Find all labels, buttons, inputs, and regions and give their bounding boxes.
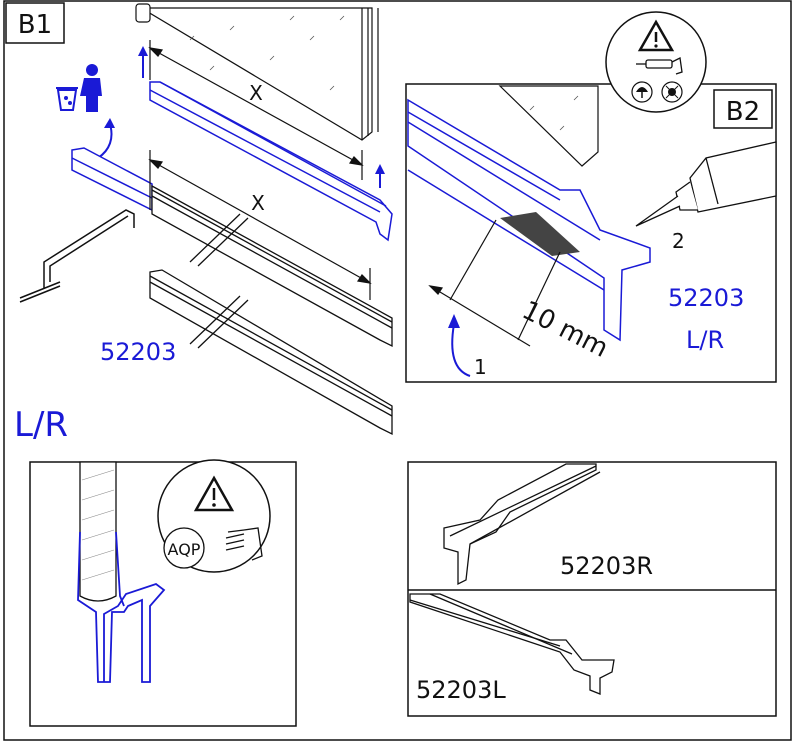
sealant-strip xyxy=(500,212,580,256)
b2-part-number: 52203 xyxy=(668,284,744,312)
step-1-arrowhead-icon xyxy=(448,314,460,328)
part-number-left: 52203L xyxy=(416,676,506,704)
up-arrow-right-icon xyxy=(375,164,385,188)
discard-arrow-icon xyxy=(97,118,115,159)
warning-badge-top xyxy=(605,11,707,113)
cut-mark-upper xyxy=(189,213,249,267)
panel-b1-label: B1 xyxy=(5,2,65,44)
outer-frame xyxy=(3,0,792,741)
glass-panel xyxy=(135,3,379,141)
panel-variants: 52203R 52203L xyxy=(407,461,777,717)
aqp-label: AQP xyxy=(168,540,201,559)
cut-mark-lower xyxy=(189,295,249,349)
germ-icon xyxy=(661,81,683,103)
dimension-x-top-label: X xyxy=(249,81,263,105)
dimension-x-mid-label: X xyxy=(251,191,265,215)
step-1-arrow-icon xyxy=(451,323,471,377)
up-arrow-left-icon xyxy=(138,46,148,78)
panel-b1-text: B1 xyxy=(18,10,52,40)
mold-icon xyxy=(631,81,653,103)
panel-cross-section: AQP xyxy=(29,459,297,727)
profile-variant-left xyxy=(409,593,615,695)
profile-new-blue xyxy=(149,81,393,242)
profile-old-blue xyxy=(71,147,153,212)
caulk-gun-icon xyxy=(635,141,777,227)
warning-icon xyxy=(637,19,675,52)
spray-nozzle-icon xyxy=(225,527,263,561)
panel-b2: 10 mm 1 2 52203 L/R B2 xyxy=(405,83,777,383)
caulk-gun-small-icon xyxy=(636,57,683,75)
panel-b2-label-box xyxy=(713,89,773,129)
dimension-x-mid xyxy=(148,150,372,300)
saw-icon xyxy=(19,209,135,303)
side-lr-label: L/R xyxy=(14,405,68,445)
dimension-x-top xyxy=(148,40,364,180)
part-number-main: 52203 xyxy=(100,338,176,366)
profile-variant-right xyxy=(443,463,601,586)
warning-badge-bottom: AQP xyxy=(157,459,271,573)
panel-b2-text: B2 xyxy=(726,97,760,127)
trash-icon xyxy=(56,64,102,112)
step-2-label: 2 xyxy=(672,229,685,253)
b2-side-label: L/R xyxy=(686,326,724,354)
step-1-label: 1 xyxy=(474,355,487,379)
profile-long xyxy=(151,184,393,348)
profile-bottom xyxy=(149,269,393,436)
warning-icon-bottom xyxy=(193,475,235,512)
part-number-right: 52203R xyxy=(560,552,653,580)
